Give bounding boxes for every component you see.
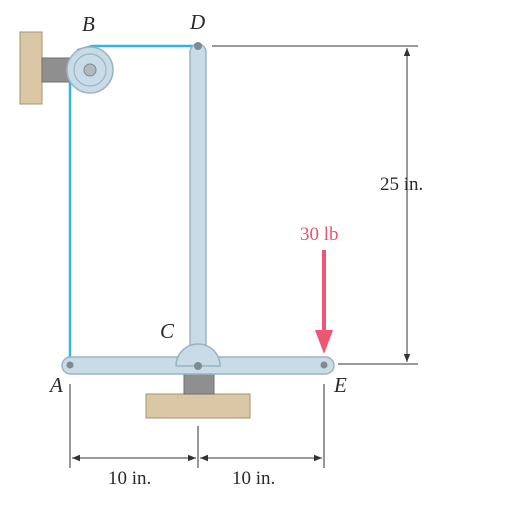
- load-arrow-head: [315, 330, 333, 354]
- pin-d: [194, 42, 202, 50]
- pin-a: [66, 361, 74, 369]
- pin-e: [320, 361, 328, 369]
- floor-support: [145, 393, 251, 419]
- joint-c: [175, 343, 221, 367]
- member-cd: [189, 43, 207, 367]
- wall-support: [19, 31, 43, 105]
- label-e: E: [333, 373, 347, 397]
- dim-label-height: 25 in.: [380, 174, 423, 195]
- pulley-b-hub: [83, 63, 97, 77]
- label-c: C: [160, 319, 175, 343]
- pin-c: [194, 362, 202, 370]
- load-label: 30 lb: [300, 224, 339, 245]
- label-a: A: [48, 373, 63, 397]
- dim-label-right: 10 in.: [232, 468, 275, 489]
- dim-label-left: 10 in.: [108, 468, 151, 489]
- pulley-b-groove: [73, 53, 107, 87]
- label-d: D: [189, 10, 205, 34]
- label-b: B: [82, 12, 95, 36]
